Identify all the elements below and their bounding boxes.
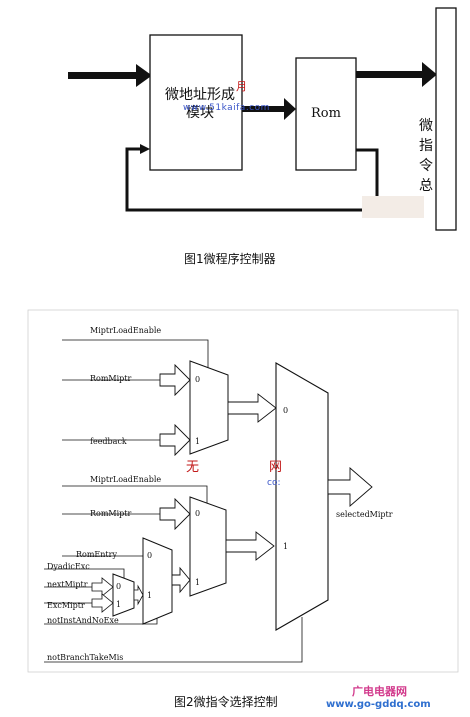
fig1-watermark-blob bbox=[362, 196, 424, 218]
bus-label-char-3: 总 bbox=[419, 178, 433, 194]
mux4-output-arrow bbox=[133, 584, 144, 606]
rom-box bbox=[295, 57, 357, 171]
mux1-input1-label: feedback bbox=[90, 437, 127, 446]
mux3-port1: 1 bbox=[147, 591, 153, 600]
fig2-frame bbox=[27, 309, 459, 673]
mux1-input0-label: RomMiptr bbox=[90, 374, 132, 383]
fig1-feedback-path bbox=[125, 147, 379, 212]
mux1-select-line bbox=[62, 339, 209, 368]
mux4-input1-label: ExcMiptr bbox=[47, 601, 85, 610]
module-label-line1: 微地址形成 bbox=[165, 87, 235, 103]
footer-watermark-name: 广电电器网 bbox=[352, 685, 407, 698]
big-mux-select-line bbox=[44, 617, 303, 663]
mux4 bbox=[112, 573, 135, 617]
mux1 bbox=[189, 360, 229, 455]
mux2-port0: 0 bbox=[195, 509, 201, 518]
big-mux bbox=[275, 362, 329, 631]
mux3-select-line bbox=[44, 618, 158, 625]
module-label-line2: 模块 bbox=[186, 105, 214, 121]
mux2-select-line bbox=[62, 485, 208, 503]
mux3-select-label: notInstAndNoExe bbox=[47, 616, 119, 625]
bus-label-char-1: 指 bbox=[419, 138, 433, 154]
mux4-select-label: DyadicExc bbox=[47, 562, 90, 571]
big-mux-select-label: notBranchTakeMis bbox=[47, 653, 124, 662]
mux1-input0-arrow bbox=[159, 363, 191, 397]
mux2-input0-arrow bbox=[159, 497, 191, 531]
fig1-watermark-url: www.51kaifa.com bbox=[183, 103, 270, 113]
mux4-port1: 1 bbox=[116, 600, 122, 609]
bus-label-char-0: 微 bbox=[419, 118, 433, 134]
mux3-output-arrow bbox=[171, 566, 191, 594]
fig1-input-arrow bbox=[68, 64, 152, 87]
mux2 bbox=[189, 496, 227, 597]
mux4-input0-label: nextMiptr bbox=[47, 580, 88, 589]
mux3-input0-label: RomEntry bbox=[76, 550, 117, 559]
fig1-module-to-rom-arrow bbox=[242, 98, 296, 120]
big-mux-output-label: selectedMiptr bbox=[336, 510, 393, 519]
bus-label-char-2: 令 bbox=[419, 158, 433, 174]
footer-watermark-url: www.go-gddq.com bbox=[326, 699, 431, 710]
fig1-rom-to-bus-arrow bbox=[356, 62, 437, 87]
mux2-input0-label: RomMiptr bbox=[90, 509, 132, 518]
rom-label: Rom bbox=[311, 106, 341, 121]
big-mux-output-arrow bbox=[327, 467, 373, 507]
micro-instruction-bus-label: 微指令总 bbox=[419, 116, 435, 196]
fig1-watermark-han: 月 bbox=[236, 80, 247, 93]
mux4-input1-arrow bbox=[91, 593, 114, 613]
micro-address-module-box bbox=[149, 34, 243, 171]
mux2-port1: 1 bbox=[195, 578, 201, 587]
mux4-port0: 0 bbox=[116, 582, 122, 591]
big-mux-port0: 0 bbox=[283, 406, 289, 415]
mux1-port0: 0 bbox=[195, 375, 201, 384]
mux4-input0-arrow bbox=[91, 577, 114, 597]
micro-address-module-label: 微地址形成 模块 bbox=[160, 86, 240, 122]
fig2-watermark-co: co: bbox=[267, 478, 281, 488]
fig1-feedback-arrowhead bbox=[140, 144, 150, 154]
figure1-caption: 图1微程序控制器 bbox=[184, 252, 276, 266]
mux1-port1: 1 bbox=[195, 437, 201, 446]
figure2-caption: 图2微指令选择控制 bbox=[174, 695, 278, 709]
mux1-input1-arrow bbox=[159, 423, 191, 457]
micro-instruction-bus bbox=[435, 7, 457, 231]
mux1-output-arrow bbox=[227, 393, 277, 423]
big-mux-port1: 1 bbox=[283, 542, 289, 551]
mux1-select-label: MiptrLoadEnable bbox=[90, 326, 162, 335]
mux4-select-line bbox=[44, 568, 125, 578]
mux2-select-label: MiptrLoadEnable bbox=[90, 475, 162, 484]
mux3-port0: 0 bbox=[147, 551, 153, 560]
mux2-output-arrow bbox=[225, 531, 275, 561]
fig2-watermark-right: 网 bbox=[269, 460, 283, 475]
fig2-watermark-left: 无 bbox=[186, 460, 200, 475]
